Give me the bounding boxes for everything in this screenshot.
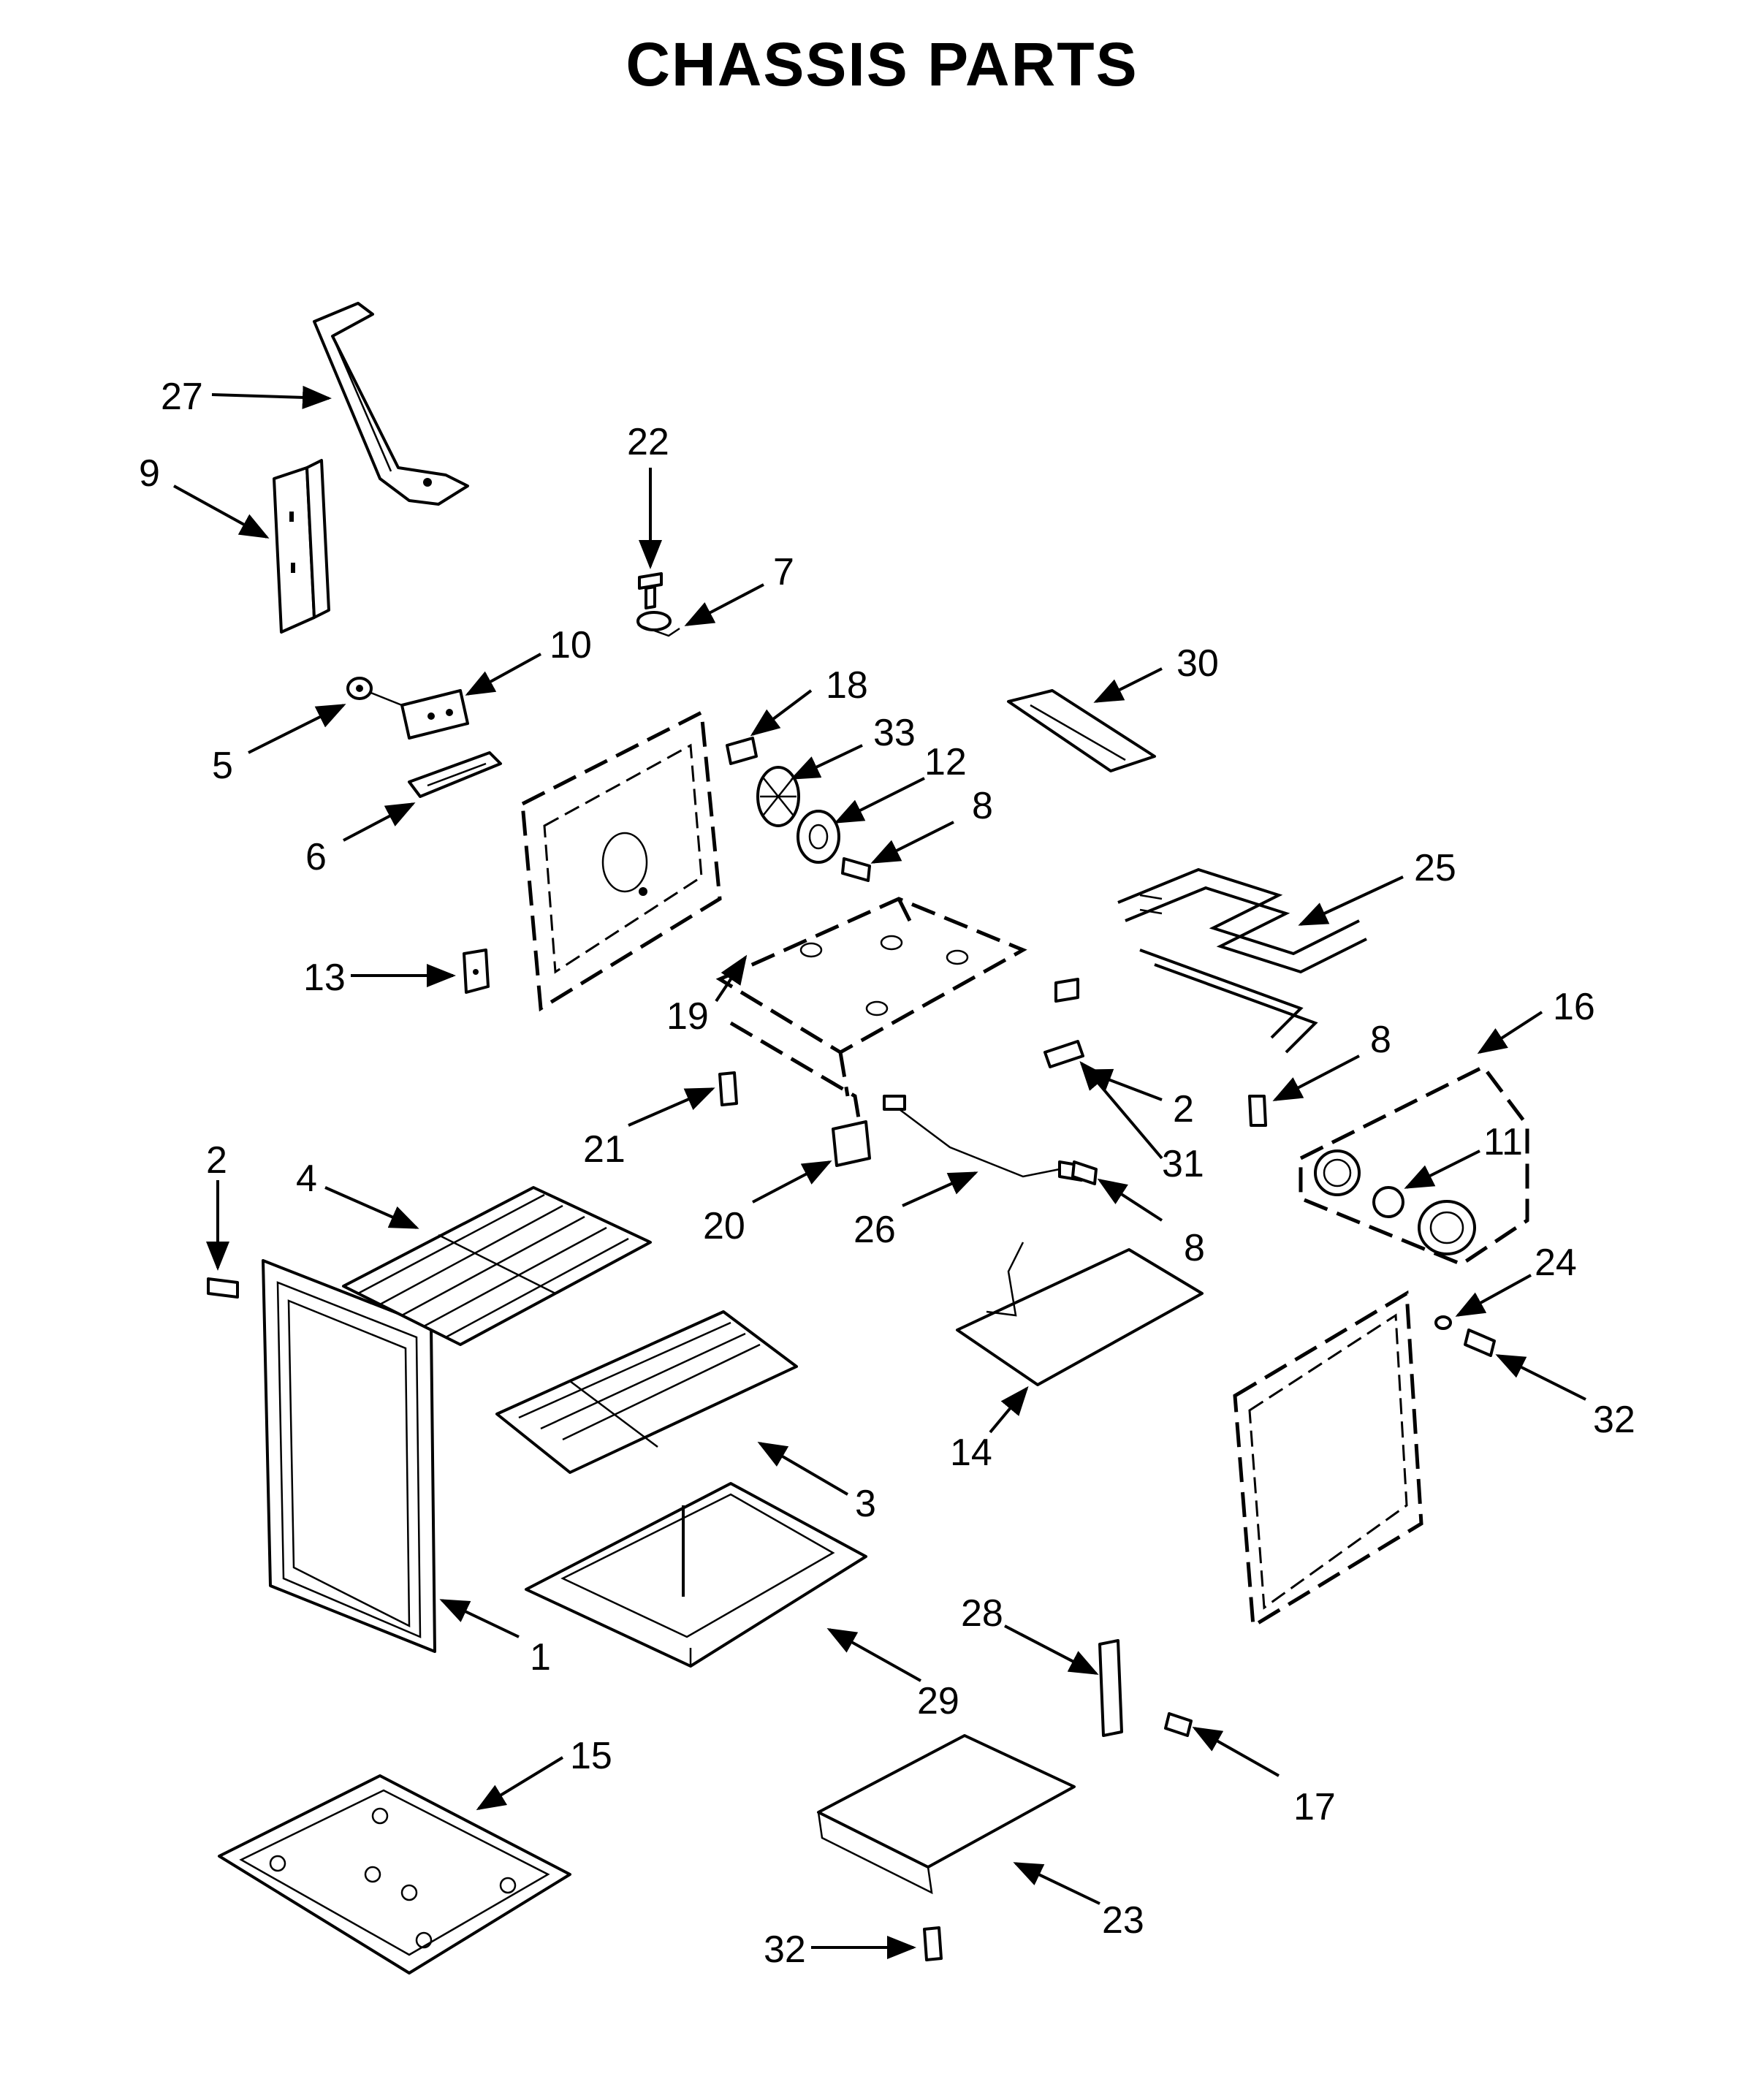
callout-8: 8 bbox=[1370, 1019, 1391, 1061]
part-13-bracket bbox=[463, 949, 490, 994]
callout-3: 3 bbox=[855, 1483, 876, 1525]
part-27-bracket bbox=[313, 302, 469, 506]
callout-22: 22 bbox=[627, 421, 669, 463]
callout-4: 4 bbox=[296, 1158, 317, 1200]
part-29-drawer bbox=[525, 1482, 867, 1668]
callout-25: 25 bbox=[1414, 847, 1456, 889]
part-12-fan-housing bbox=[797, 810, 840, 864]
part-8-screw-c bbox=[1071, 1160, 1098, 1185]
part-2-screw-b bbox=[207, 1277, 239, 1299]
part-1-door bbox=[262, 1259, 436, 1653]
callout-11: 11 bbox=[1483, 1121, 1523, 1163]
part-16-knob-group bbox=[1299, 1064, 1529, 1266]
callout-21: 21 bbox=[583, 1128, 626, 1171]
part-32-screw-a bbox=[1464, 1329, 1496, 1357]
part-28-hinge bbox=[1098, 1639, 1123, 1737]
part-10-bracket bbox=[365, 689, 469, 740]
side-panel-right bbox=[1233, 1290, 1423, 1630]
part-22-screw bbox=[638, 572, 663, 609]
callout-31: 31 bbox=[1162, 1143, 1204, 1185]
callout-15: 15 bbox=[570, 1735, 612, 1777]
callout-23: 23 bbox=[1102, 1899, 1144, 1942]
part-33-fan-blade bbox=[756, 766, 800, 827]
callout-27: 27 bbox=[161, 376, 203, 418]
callout-9: 9 bbox=[139, 452, 160, 495]
part-7-clamp bbox=[636, 611, 680, 637]
callout-7: 7 bbox=[773, 551, 794, 593]
callout-32: 32 bbox=[1593, 1399, 1635, 1441]
part-4-rack bbox=[342, 1186, 652, 1346]
oven-cavity-frame bbox=[715, 897, 1027, 1119]
callout-13: 13 bbox=[303, 957, 346, 999]
part-21-plug bbox=[718, 1071, 738, 1106]
callout-16: 16 bbox=[1553, 986, 1595, 1028]
callout-30: 30 bbox=[1176, 642, 1219, 685]
part-25-broil-element bbox=[1117, 867, 1367, 1054]
part-26-sensor bbox=[883, 1095, 1083, 1182]
part-14-bake-element bbox=[956, 1242, 1204, 1386]
callout-2: 2 bbox=[1173, 1088, 1194, 1130]
callout-8: 8 bbox=[1184, 1227, 1205, 1269]
callout-29: 29 bbox=[917, 1680, 959, 1722]
part-9-channel bbox=[273, 459, 330, 634]
part-32-screw-b bbox=[923, 1926, 943, 1961]
callout-12: 12 bbox=[924, 741, 967, 783]
callout-10: 10 bbox=[550, 624, 592, 666]
callout-14: 14 bbox=[950, 1432, 992, 1474]
part-17-screw bbox=[1164, 1712, 1193, 1737]
part-23-panel bbox=[817, 1734, 1076, 1895]
part-2-screw-a bbox=[1054, 978, 1079, 1003]
part-3-basket bbox=[495, 1310, 798, 1474]
callout-26: 26 bbox=[854, 1209, 896, 1251]
callout-8: 8 bbox=[972, 785, 993, 827]
diagram-title: CHASSIS PARTS bbox=[626, 30, 1138, 99]
part-15-base-tray bbox=[218, 1774, 571, 1975]
part-8-screw-b bbox=[1248, 1095, 1267, 1127]
callout-33: 33 bbox=[873, 712, 916, 754]
callout-18: 18 bbox=[826, 664, 868, 707]
part-31-bracket bbox=[1043, 1040, 1084, 1068]
part-20-valve bbox=[832, 1120, 871, 1167]
callout-24: 24 bbox=[1535, 1242, 1577, 1284]
callout-2: 2 bbox=[206, 1139, 227, 1182]
leader-lines bbox=[173, 385, 1586, 1959]
part-18-fastener bbox=[726, 737, 758, 765]
callout-32: 32 bbox=[764, 1928, 806, 1971]
part-8-screw-a bbox=[841, 857, 871, 882]
callout-17: 17 bbox=[1293, 1786, 1336, 1828]
callout-6: 6 bbox=[305, 836, 327, 878]
part-30-rail bbox=[1007, 689, 1156, 772]
callout-1: 1 bbox=[530, 1636, 551, 1679]
rear-panel bbox=[520, 710, 722, 1012]
part-24-spacer bbox=[1434, 1315, 1452, 1330]
callout-labels: 27 9 22 7 10 5 6 18 33 12 8 30 25 13 19 … bbox=[139, 376, 1635, 1971]
callout-28: 28 bbox=[961, 1592, 1003, 1635]
part-5-nut bbox=[346, 677, 373, 700]
callout-19: 19 bbox=[666, 995, 709, 1038]
part-6-rail bbox=[408, 751, 502, 798]
part-11-knob-insert bbox=[1372, 1186, 1404, 1218]
callout-20: 20 bbox=[703, 1205, 745, 1247]
callout-5: 5 bbox=[212, 745, 233, 787]
